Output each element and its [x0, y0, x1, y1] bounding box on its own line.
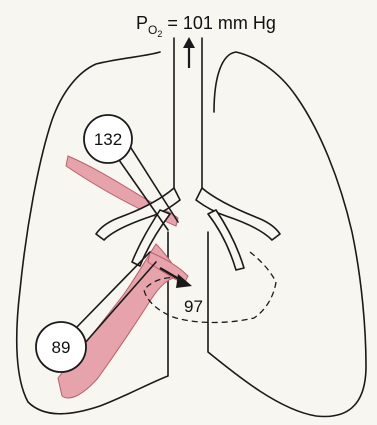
upper-po2-label: 132: [94, 130, 122, 149]
lower-po2-label: 89: [52, 338, 71, 357]
right-lung-outline: [208, 52, 366, 417]
up-arrow-icon: [183, 37, 195, 68]
mixed-po2-label: 97: [184, 297, 203, 316]
title-po2: PO2 = 101 mm Hg: [136, 13, 276, 39]
